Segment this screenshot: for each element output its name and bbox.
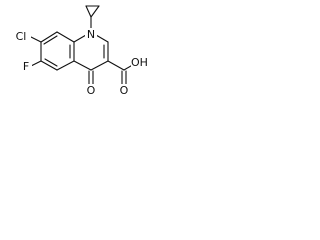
- atom-label-hydroxyl: OH: [131, 56, 148, 69]
- atom-label-chlorine: Cl: [16, 30, 27, 43]
- chloro-bond: [30, 36, 42, 43]
- atom-label-carboxyl-oxygen: O: [120, 84, 129, 97]
- cyclopropyl-bond: [90, 5, 100, 18]
- atom-label-ketone-oxygen: O: [87, 84, 96, 97]
- aromatic-bond: [56, 31, 75, 43]
- ring-bond: [73, 34, 87, 43]
- aromatic-inner-bond: [43, 35, 58, 45]
- aromatic-bond: [56, 60, 75, 71]
- atom-label-nitrogen: N: [87, 28, 95, 41]
- fluoro-bond: [30, 60, 42, 67]
- chemical-structure-diagram: N Cl F O O OH: [0, 0, 148, 105]
- ring-bond: [73, 60, 92, 71]
- carboxyl-bond: [107, 60, 125, 71]
- molecule-drawing: N Cl F O O OH: [12, 5, 148, 97]
- cyclopropyl-bond: [85, 5, 92, 18]
- aromatic-inner-bond: [44, 58, 58, 67]
- ring-bond: [95, 34, 109, 43]
- ring-bond: [90, 60, 109, 71]
- aromatic-bond: [40, 31, 58, 43]
- atom-label-fluorine: F: [23, 60, 29, 73]
- bond-lines: [30, 5, 137, 85]
- atom-labels: N Cl F O O OH: [12, 28, 148, 97]
- aromatic-bond: [40, 60, 58, 71]
